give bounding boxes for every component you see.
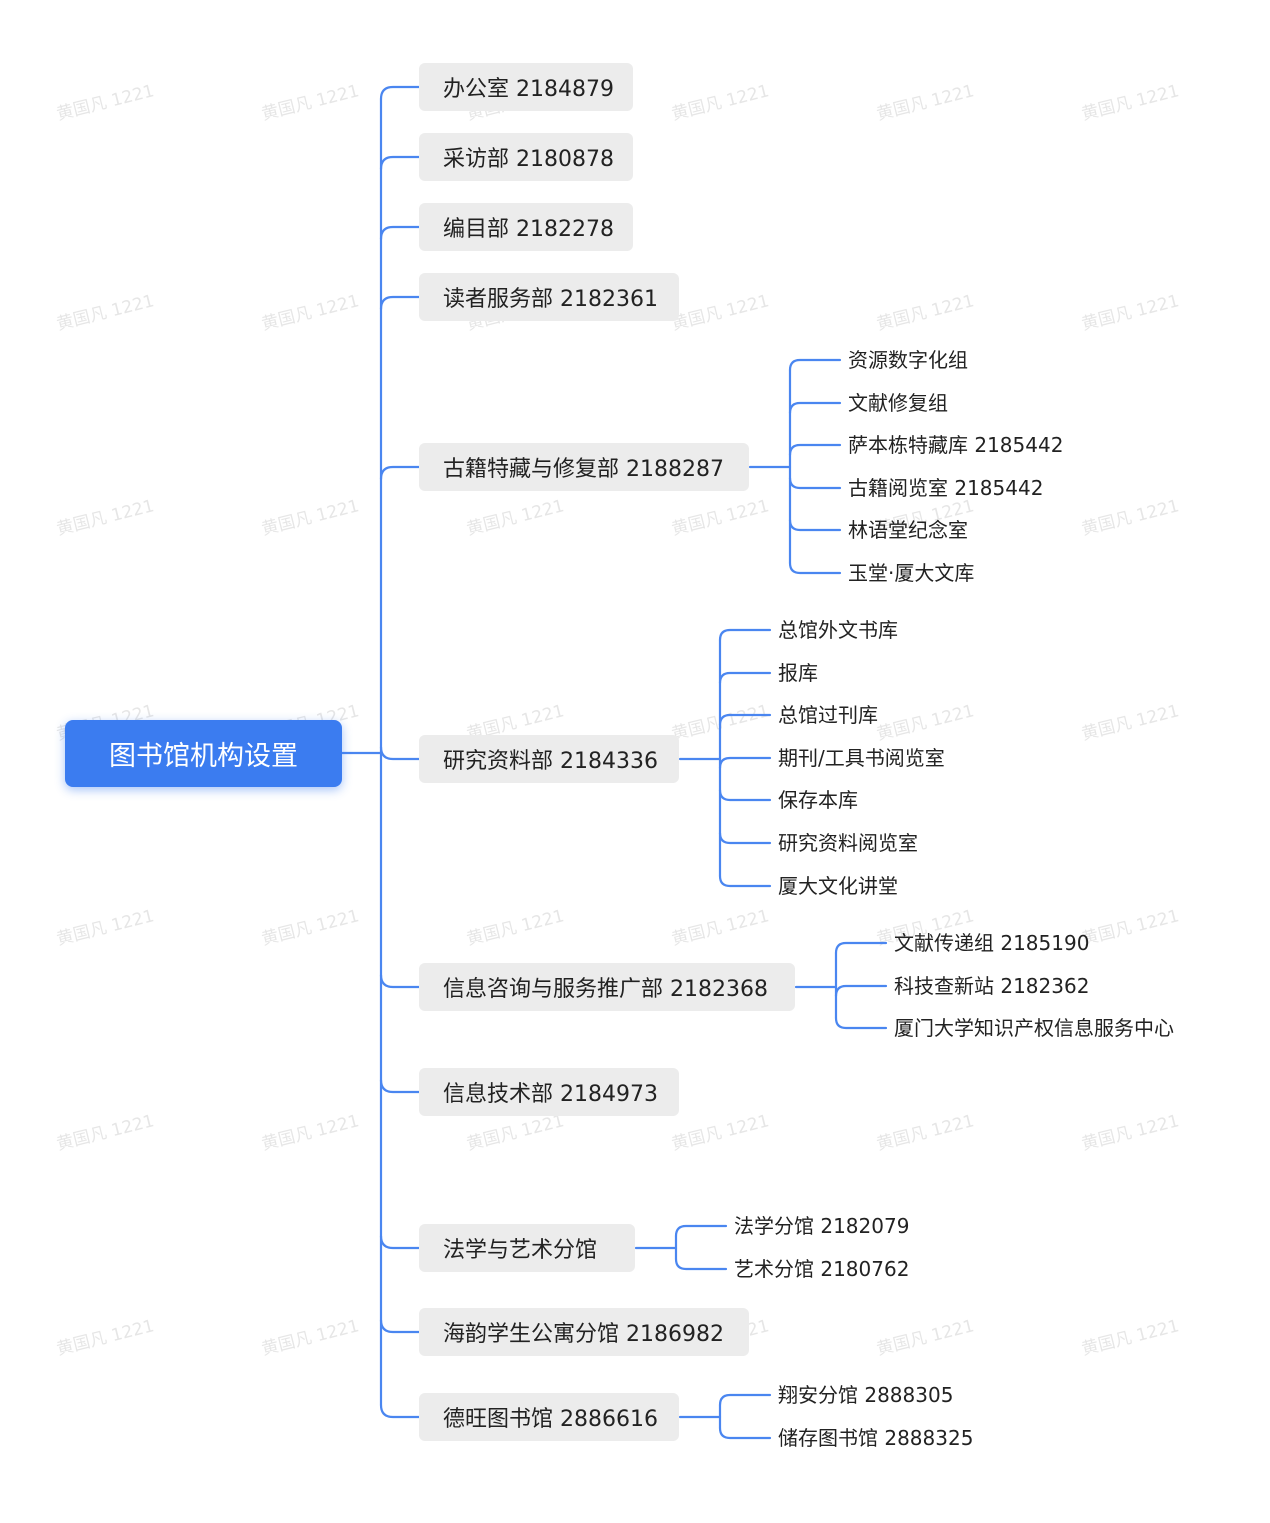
connector <box>718 1426 772 1440</box>
connector <box>834 1016 888 1030</box>
connector <box>834 984 888 998</box>
connector <box>379 745 421 761</box>
department-node[interactable]: 古籍特藏与修复部 2188287 <box>419 443 749 491</box>
connector <box>718 671 772 685</box>
connector <box>379 1318 421 1334</box>
connector <box>718 788 772 802</box>
connector <box>674 1224 728 1238</box>
sub-unit-node[interactable]: 古籍阅览室 2185442 <box>848 476 1044 500</box>
department-node[interactable]: 办公室 2184879 <box>419 63 633 111</box>
sub-unit-node[interactable]: 保存本库 <box>778 788 858 812</box>
connector <box>718 756 772 770</box>
sub-unit-node[interactable]: 研究资料阅览室 <box>778 831 918 855</box>
sub-unit-node[interactable]: 翔安分馆 2888305 <box>778 1383 954 1407</box>
connector <box>718 713 772 727</box>
connector <box>788 443 842 457</box>
connector <box>788 358 842 372</box>
sub-unit-node[interactable]: 科技查新站 2182362 <box>894 974 1090 998</box>
department-node[interactable]: 法学与艺术分馆 <box>419 1224 635 1272</box>
department-node[interactable]: 研究资料部 2184336 <box>419 735 679 783</box>
connector <box>788 518 842 532</box>
sub-unit-node[interactable]: 总馆外文书库 <box>778 618 898 642</box>
sub-unit-node[interactable]: 法学分馆 2182079 <box>734 1214 910 1238</box>
connector <box>379 1234 421 1250</box>
connector <box>674 1257 728 1271</box>
connector <box>718 874 772 888</box>
department-node[interactable]: 编目部 2182278 <box>419 203 633 251</box>
sub-unit-node[interactable]: 期刊/工具书阅览室 <box>778 746 945 770</box>
connector <box>379 465 421 481</box>
connector <box>379 295 421 311</box>
sub-unit-node[interactable]: 厦大文化讲堂 <box>778 874 898 898</box>
connector <box>718 628 772 642</box>
sub-unit-node[interactable]: 萨本栋特藏库 2185442 <box>848 433 1064 457</box>
sub-unit-node[interactable]: 厦门大学知识产权信息服务中心 <box>894 1016 1174 1040</box>
department-node[interactable]: 德旺图书馆 2886616 <box>419 1393 679 1441</box>
connector <box>379 973 421 989</box>
sub-unit-node[interactable]: 林语堂纪念室 <box>848 518 968 542</box>
connector <box>379 1403 421 1419</box>
sub-unit-node[interactable]: 文献传递组 2185190 <box>894 931 1090 955</box>
department-node[interactable]: 海韵学生公寓分馆 2186982 <box>419 1308 749 1356</box>
sub-unit-node[interactable]: 玉堂·厦大文库 <box>848 561 975 585</box>
department-node[interactable]: 读者服务部 2182361 <box>419 273 679 321</box>
department-node[interactable]: 信息技术部 2184973 <box>419 1068 679 1116</box>
connector <box>788 401 842 415</box>
connector <box>718 1393 772 1407</box>
connector <box>718 831 772 845</box>
department-node[interactable]: 信息咨询与服务推广部 2182368 <box>419 963 795 1011</box>
connector <box>788 476 842 490</box>
connector <box>379 1078 421 1094</box>
connector <box>834 941 888 955</box>
sub-unit-node[interactable]: 资源数字化组 <box>848 348 968 372</box>
sub-unit-node[interactable]: 艺术分馆 2180762 <box>734 1257 910 1281</box>
sub-unit-node[interactable]: 文献修复组 <box>848 391 948 415</box>
root-node[interactable]: 图书馆机构设置 <box>65 720 342 787</box>
sub-unit-node[interactable]: 报库 <box>778 661 818 685</box>
sub-unit-node[interactable]: 总馆过刊库 <box>778 703 878 727</box>
sub-unit-node[interactable]: 储存图书馆 2888325 <box>778 1426 974 1450</box>
connector <box>379 85 421 101</box>
connector <box>379 225 421 241</box>
connector <box>788 561 842 575</box>
department-node[interactable]: 采访部 2180878 <box>419 133 633 181</box>
connector <box>379 155 421 171</box>
